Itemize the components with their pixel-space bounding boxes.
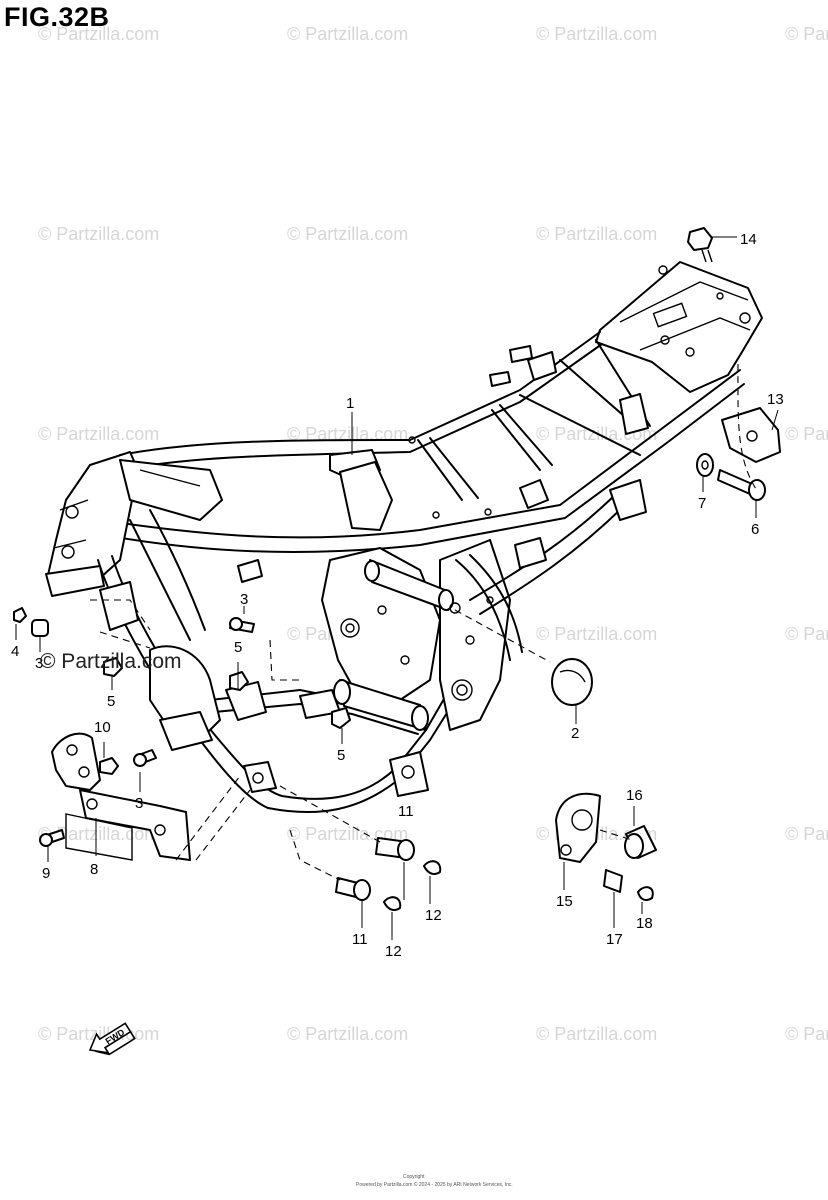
watermark: © Partzilla.com xyxy=(536,224,657,244)
cap-18 xyxy=(637,886,654,901)
callout-4: 4 xyxy=(11,643,19,660)
watermark: © Partzilla.com xyxy=(287,24,408,44)
loose-parts xyxy=(13,227,781,911)
watermark: © Partzilla.com xyxy=(785,1024,828,1044)
watermark: © Partzilla.com xyxy=(785,824,828,844)
callout-5: 5 xyxy=(234,639,242,656)
callout-16: 16 xyxy=(626,787,643,804)
callout-2: 2 xyxy=(571,725,579,742)
leader-lines xyxy=(15,236,779,940)
callout-9: 9 xyxy=(42,865,50,882)
callout-1: 1 xyxy=(346,395,354,412)
callout-18: 18 xyxy=(636,915,653,932)
watermark: © Partzilla.com xyxy=(785,624,828,644)
watermark: © Partzilla.com xyxy=(536,624,657,644)
callout-layer: 1 14 13 7 6 2 4 3 5 3 5 5 10 3 8 9 11 12… xyxy=(11,231,784,960)
watermark: © Partzilla.com xyxy=(785,424,828,444)
tail-bracket xyxy=(595,261,763,393)
bracket-13 xyxy=(721,407,781,463)
callout-7: 7 xyxy=(698,495,706,512)
callout-5: 5 xyxy=(337,747,345,764)
collar-3 xyxy=(31,619,49,637)
watermark: © Partzilla.com xyxy=(38,224,159,244)
watermark: © Partzilla.com xyxy=(287,1024,408,1044)
plug-2 xyxy=(551,658,593,706)
footer-copyright: Copyright xyxy=(403,1174,425,1180)
bolt-6 xyxy=(717,469,753,495)
callout-12: 12 xyxy=(385,943,402,960)
footer-credit: Powered by Partzilla.com © 2024 - 2025 b… xyxy=(356,1181,513,1188)
callout-17: 17 xyxy=(606,931,623,948)
callout-14: 14 xyxy=(740,231,757,248)
nut-10 xyxy=(99,757,119,775)
rear-mount-plate xyxy=(439,539,511,731)
mount-15 xyxy=(555,792,601,863)
washer-7 xyxy=(696,453,714,477)
frame-assembly xyxy=(45,261,763,814)
callout-15: 15 xyxy=(556,893,573,910)
watermark: © Partzilla.com xyxy=(38,424,159,444)
callout-13: 13 xyxy=(767,391,784,408)
bolt-17 xyxy=(603,869,623,893)
nut-5 xyxy=(229,671,249,691)
callout-3: 3 xyxy=(135,795,143,812)
callout-3: 3 xyxy=(35,655,43,672)
watermark: © Partzilla.com xyxy=(536,1024,657,1044)
bolt-14 xyxy=(687,227,713,251)
nut-5 xyxy=(331,707,351,729)
watermark: © Partzilla.com xyxy=(38,24,159,44)
watermark: © Partzilla.com xyxy=(287,224,408,244)
nut-4 xyxy=(13,607,27,623)
nut-5 xyxy=(103,657,123,677)
watermark-layer: © Partzilla.com © Partzilla.com © Partzi… xyxy=(38,24,828,1044)
watermark: © Partzilla.com xyxy=(287,424,408,444)
watermark: © Partzilla.com xyxy=(536,24,657,44)
callout-3: 3 xyxy=(240,591,248,608)
watermark: © Partzilla.com xyxy=(38,824,159,844)
cap-12 xyxy=(383,896,402,911)
watermark: © Partzilla.com xyxy=(785,24,828,44)
callout-11: 11 xyxy=(398,803,414,820)
callout-8: 8 xyxy=(90,861,98,878)
callout-5: 5 xyxy=(107,693,115,710)
callout-11: 11 xyxy=(352,931,368,948)
callout-6: 6 xyxy=(751,521,759,538)
cap-12 xyxy=(423,860,442,875)
engine-bracket xyxy=(51,732,101,791)
callout-12: 12 xyxy=(425,907,442,924)
watermark-prominent: © Partzilla.com xyxy=(40,650,182,673)
figure-title: FIG.32B xyxy=(4,2,110,32)
callout-10: 10 xyxy=(94,719,111,736)
